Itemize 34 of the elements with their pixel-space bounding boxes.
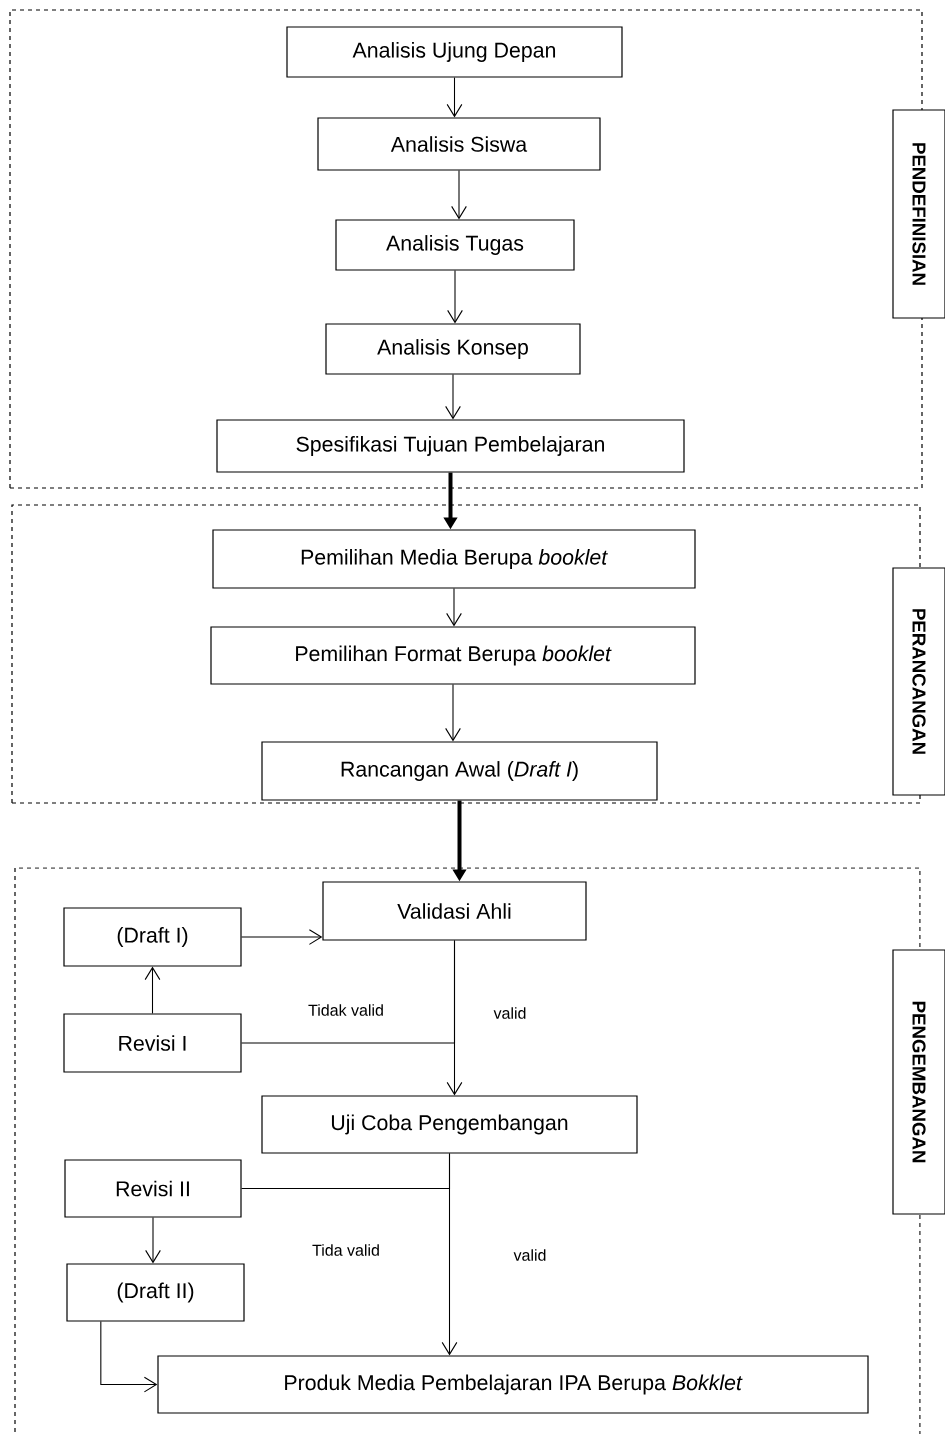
process-box: Analisis Ujung Depan: [286, 26, 623, 78]
arrow: [447, 270, 463, 324]
edge-label: valid: [492, 1005, 528, 1021]
edge-label: valid: [512, 1247, 548, 1263]
process-box: Produk Media Pembelajaran IPA Berupa Bokklet: [157, 1355, 869, 1414]
process-box: Uji Coba Pengembangan: [261, 1095, 638, 1154]
process-box: Validasi Ahli: [322, 881, 587, 941]
process-box: Spesifikasi Tujuan Pembelajaran: [216, 419, 685, 473]
process-box: Pemilihan Format Berupa booklet: [210, 626, 696, 685]
arrow: [446, 77, 463, 118]
edge-label: Tidak valid: [306, 1002, 386, 1018]
arrow: [145, 1217, 161, 1264]
arrow: [445, 684, 461, 742]
phase-label: PENDEFINISIAN: [892, 109, 945, 319]
arrow: [241, 929, 323, 945]
process-box: Revisi II: [64, 1159, 242, 1218]
phase-label: PENGEMBANGAN: [892, 949, 945, 1215]
process-box: Rancangan Awal (Draft I): [261, 741, 658, 801]
edge-label: Tida valid: [310, 1242, 382, 1258]
arrow: [100, 1321, 158, 1393]
process-box: Revisi I: [63, 1013, 242, 1073]
arrow: [446, 588, 462, 627]
process-box: (Draft II): [66, 1263, 245, 1322]
process-box: Analisis Konsep: [325, 323, 581, 375]
arrow: [451, 170, 467, 220]
arrow: [446, 940, 463, 1096]
process-box: (Draft I): [63, 907, 242, 967]
arrow: [445, 374, 461, 420]
arrow: [144, 966, 161, 1014]
process-box: Pemilihan Media Berupa booklet: [212, 529, 696, 589]
process-box: Analisis Tugas: [335, 219, 575, 271]
arrow: [441, 1153, 458, 1356]
process-box: Analisis Siswa: [317, 117, 601, 171]
phase-label: PERANCANGAN: [892, 567, 945, 796]
